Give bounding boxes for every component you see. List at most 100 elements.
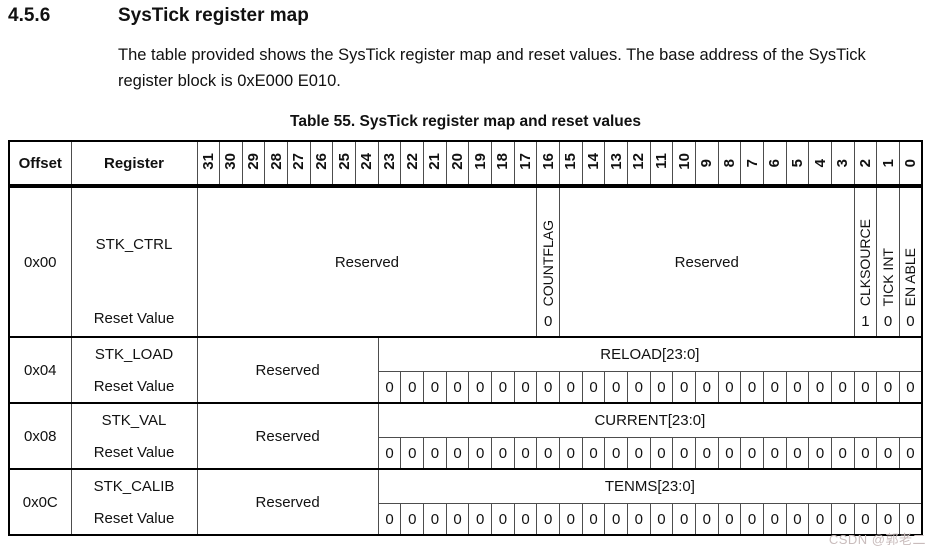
reset-bit-value: 0 (694, 437, 719, 470)
reset-bit-value: 0 (785, 503, 810, 536)
bitfield-tickint: TICK INT 0 (876, 185, 900, 338)
bit-number-header: 17 (513, 140, 538, 188)
reset-bit-value: 0 (604, 503, 628, 536)
reset-bit-value: 0 (468, 437, 493, 470)
reset-bit-value: 0 (898, 371, 923, 404)
register-cell: STK_CTRL Reset Value (70, 185, 198, 338)
reset-bit-value: 0 (400, 371, 425, 404)
bitfield-clksource: CLKSOURCE 1 (853, 185, 878, 338)
reset-bit-value: 0 (513, 437, 538, 470)
reset-bit-value: 0 (649, 371, 674, 404)
register-column-header: Register (70, 140, 198, 188)
reserved-cell: Reserved (196, 185, 538, 338)
reset-value-label: Reset Value (93, 378, 175, 395)
reset-bit-value: 0 (400, 437, 425, 470)
reset-bit-value: 0 (536, 371, 560, 404)
bit-number-header: 23 (377, 140, 402, 188)
bit-number-header: 6 (762, 140, 787, 188)
reset-bit-value: 0 (491, 371, 515, 404)
bit-number-header: 19 (468, 140, 493, 188)
reserved-cell: Reserved (196, 468, 379, 536)
field-name-reload: RELOAD[23:0] (377, 336, 923, 372)
reset-bit-value: 0 (581, 437, 606, 470)
reset-bit-value: 0 (423, 503, 447, 536)
bitfield-enable: EN ABLE 0 (898, 185, 923, 338)
reset-bit-value: 0 (717, 503, 742, 536)
reset-bit-value: 0 (559, 437, 583, 470)
reset-bit-value: 0 (649, 503, 674, 536)
reset-bit-value: 0 (626, 437, 651, 470)
bit-number-header: 11 (649, 140, 674, 188)
bitfield-reset: 1 (861, 312, 870, 330)
reset-bit-value: 0 (853, 503, 878, 536)
bit-number-header: 13 (604, 140, 628, 188)
offset-column-header: Offset (8, 140, 72, 188)
field-name-current: CURRENT[23:0] (377, 402, 923, 438)
reset-bit-value: 0 (898, 503, 923, 536)
reset-bit-value: 0 (853, 437, 878, 470)
reset-bit-value: 0 (876, 371, 900, 404)
bitfield-name: TICK INT (880, 247, 897, 306)
row-stk-load: 0x04 STK_LOAD Reset Value Reserved RELOA… (8, 336, 923, 404)
reset-bit-value: 0 (808, 503, 832, 536)
reset-bit-value: 0 (377, 503, 402, 536)
bit-number-header: 10 (672, 140, 696, 188)
bit-number-header: 20 (445, 140, 470, 188)
reset-bit-value: 0 (491, 437, 515, 470)
reset-bit-value: 0 (830, 437, 855, 470)
bit-number-header: 0 (898, 140, 923, 188)
reset-bit-value: 0 (694, 371, 719, 404)
bit-number-header: 2 (853, 140, 878, 188)
reset-bit-value: 0 (400, 503, 425, 536)
reset-bit-value: 0 (785, 371, 810, 404)
bitfield-countflag: COUNTFLAG 0 (536, 185, 560, 338)
reset-bit-value: 0 (672, 503, 696, 536)
reset-bit-value: 0 (898, 437, 923, 470)
bit-number-header: 30 (219, 140, 243, 188)
bitfield-reset: 0 (544, 312, 553, 330)
register-name: STK_CTRL (95, 235, 173, 253)
section-number: 4.5.6 (8, 5, 51, 26)
row-stk-val: 0x08 STK_VAL Reset Value Reserved CURREN… (8, 402, 923, 470)
register-name: STK_CALIB (93, 478, 175, 495)
register-name: STK_LOAD (94, 346, 174, 363)
row-stk-ctrl: 0x00 STK_CTRL Reset Value Reserved COUNT… (8, 185, 923, 338)
bit-number-header: 21 (423, 140, 447, 188)
bitfield-reset: 0 (906, 312, 915, 330)
offset-cell: 0x0C (8, 468, 72, 536)
bit-number-header: 18 (491, 140, 515, 188)
reset-bit-value: 0 (717, 371, 742, 404)
reset-value-label: Reset Value (93, 510, 175, 527)
reset-bit-value: 0 (740, 371, 764, 404)
reset-bit-value: 0 (808, 437, 832, 470)
reserved-cell: Reserved (196, 402, 379, 470)
reset-bit-value: 0 (672, 371, 696, 404)
row-stk-calib: 0x0C STK_CALIB Reset Value Reserved TENM… (8, 468, 923, 536)
reset-bit-value: 0 (423, 437, 447, 470)
register-cell: STK_VAL Reset Value (70, 402, 198, 470)
field-name-tenms: TENMS[23:0] (377, 468, 923, 504)
reset-bit-value: 0 (445, 503, 470, 536)
bit-number-header: 26 (309, 140, 334, 188)
reset-bit-value: 0 (830, 503, 855, 536)
reset-bit-value: 0 (581, 503, 606, 536)
reset-bit-value: 0 (445, 437, 470, 470)
section-heading: 4.5.6 SysTick register map (0, 0, 930, 27)
bitfield-name: EN ABLE (902, 247, 919, 306)
offset-cell: 0x04 (8, 336, 72, 404)
bit-number-header: 16 (536, 140, 560, 188)
reset-bit-value: 0 (876, 503, 900, 536)
reset-bit-value: 0 (762, 437, 787, 470)
reset-bit-value: 0 (717, 437, 742, 470)
reset-bit-value: 0 (740, 503, 764, 536)
reset-value-label: Reset Value (93, 309, 175, 327)
bit-number-header: 1 (876, 140, 900, 188)
bitfield-reset: 0 (883, 312, 893, 330)
bit-number-header: 31 (196, 140, 221, 188)
reset-bit-value: 0 (377, 437, 402, 470)
